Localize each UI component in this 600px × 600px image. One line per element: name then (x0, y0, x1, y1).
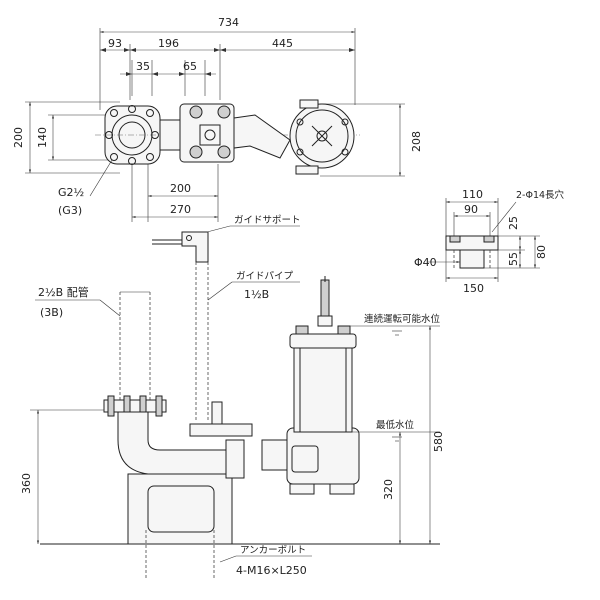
dim-200-left: 200 (12, 127, 25, 148)
dim-360: 360 (20, 473, 33, 494)
detail-view: 110 90 2-Φ14長穴 25 55 80 150 Φ40 (414, 188, 565, 295)
dim-93: 93 (108, 37, 122, 50)
dim-208: 208 (410, 131, 423, 152)
continuous-water-level-label: 連続運転可能水位 (364, 313, 441, 325)
guide-support (152, 231, 209, 263)
dim-196: 196 (158, 37, 179, 50)
dim-270: 270 (170, 203, 191, 216)
dim-110: 110 (462, 188, 483, 201)
dim-55: 55 (507, 252, 520, 266)
dim-140: 140 (36, 127, 49, 148)
elevation-view: ガイドサポート ガイドパイプ 1½B 2½B 配管 (3B) (20, 215, 445, 580)
dim-320: 320 (382, 479, 395, 500)
hole-label: 2-Φ14長穴 (516, 189, 565, 201)
guide-pipe-label: ガイドパイプ (236, 271, 294, 282)
dim-65: 65 (183, 60, 197, 73)
pipe-size-3b: (3B) (40, 306, 63, 319)
pump-top-view (289, 99, 355, 175)
thread-label-g3: (G3) (58, 204, 82, 217)
dim-25: 25 (507, 216, 520, 230)
guide-support-label: ガイドサポート (234, 215, 301, 226)
min-water-level-label: 最低水位 (376, 419, 415, 431)
dim-150: 150 (463, 282, 484, 295)
anchor-bolt-spec: 4-M16×L250 (236, 564, 307, 577)
dim-35: 35 (136, 60, 150, 73)
dim-phi40: Φ40 (414, 256, 437, 269)
guide-pipe-size: 1½B (244, 288, 269, 301)
dim-445: 445 (272, 37, 293, 50)
guide-bracket (179, 103, 235, 163)
pump-body (261, 276, 360, 495)
dim-80: 80 (535, 245, 548, 259)
pipe-size-label: 2½B 配管 (38, 285, 89, 299)
dim-200-bottom: 200 (170, 182, 191, 195)
thread-label: G2½ (58, 186, 84, 199)
dim-total-width: 734 (218, 16, 239, 29)
anchor-bolt-label: アンカーボルト (240, 545, 306, 556)
plan-view: 734 93 196 445 35 65 200 140 208 (12, 16, 423, 222)
dim-580: 580 (432, 431, 445, 452)
dim-90: 90 (464, 203, 478, 216)
